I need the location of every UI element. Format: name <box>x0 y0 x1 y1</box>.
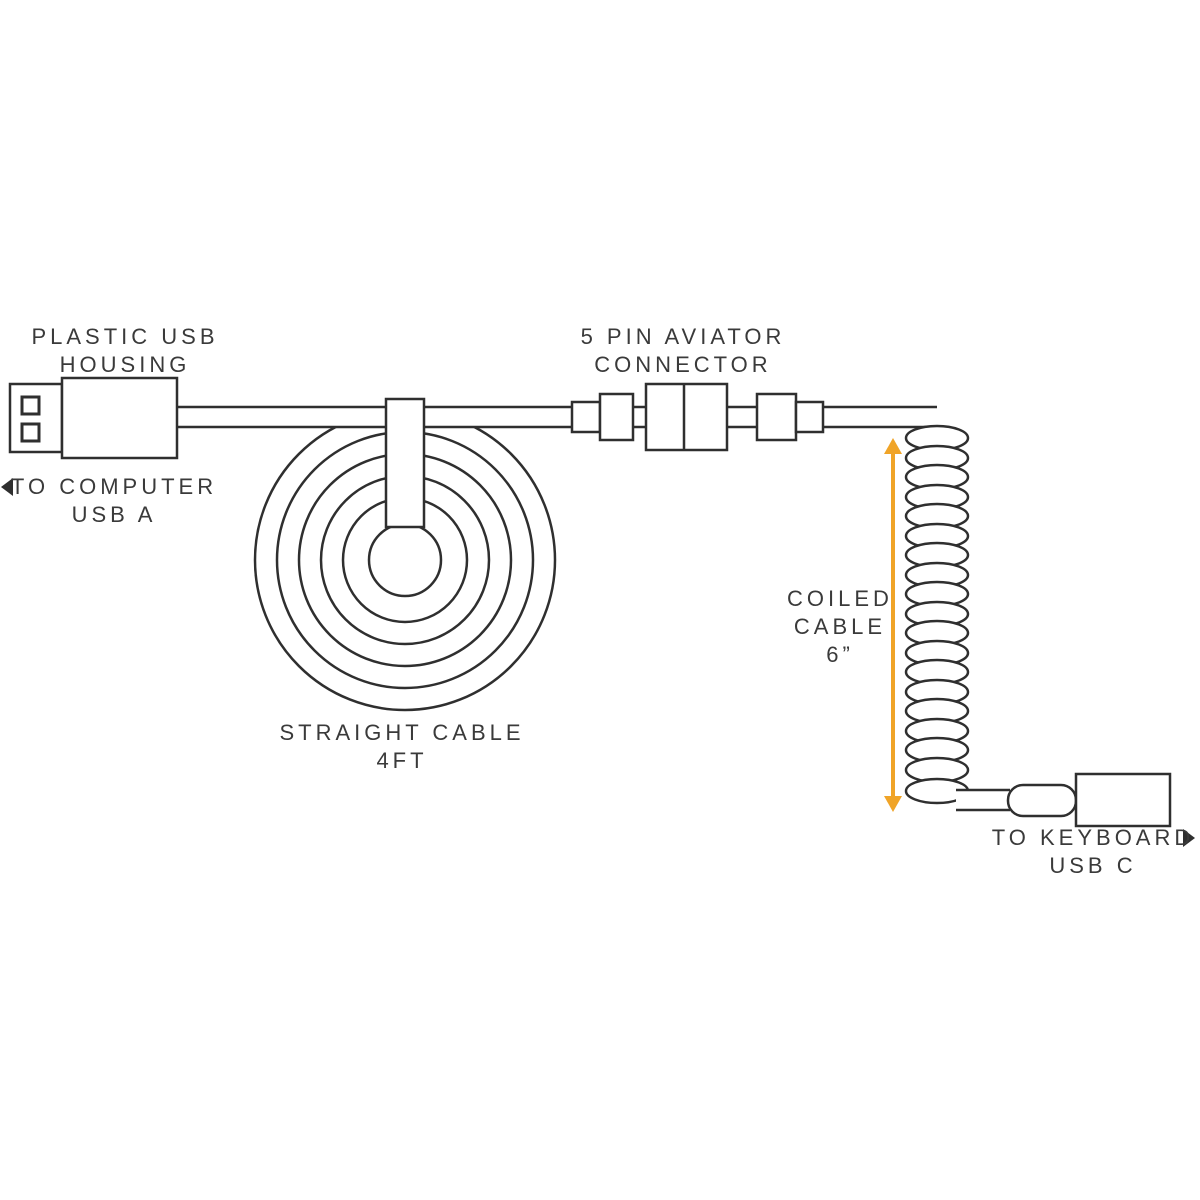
cable-body <box>177 407 937 427</box>
usb-c-plug <box>1006 783 1078 818</box>
measure-arrow-up-icon <box>884 438 902 454</box>
straight-cable-label-line2: 4FT <box>376 748 427 773</box>
straight-cable-label-line1: STRAIGHT CABLE <box>279 720 524 745</box>
coiled-cable-label-line1: COILED <box>787 586 893 611</box>
straight-cable-spiral <box>253 408 557 712</box>
labels: PLASTIC USB HOUSING TO COMPUTER USB A 5 … <box>1 324 1195 878</box>
usb-c-connector <box>1006 772 1172 828</box>
to-keyboard-label-line1: TO KEYBOARD <box>992 825 1195 850</box>
usb-c-housing <box>1074 772 1172 828</box>
usb-housing-label-line2: HOUSING <box>60 352 191 377</box>
measure-arrow-down-icon <box>884 796 902 812</box>
coiled-cable-label-line3: 6” <box>826 642 854 667</box>
cable-strap <box>384 397 426 529</box>
right-arrow-icon <box>1183 829 1195 847</box>
usb-a-connector <box>8 376 179 460</box>
coiled-cable <box>904 424 970 805</box>
left-arrow-icon <box>1 478 13 496</box>
coil-measure-arrow <box>884 438 902 812</box>
aviator-label-line2: CONNECTOR <box>594 352 771 377</box>
to-computer-label-line2: USB A <box>72 502 157 527</box>
coiled-cable-label-line2: CABLE <box>794 614 886 639</box>
usb-a-pin-bottom <box>20 422 41 443</box>
aviator-label-line1: 5 PIN AVIATOR <box>581 324 786 349</box>
to-computer-label-line1: TO COMPUTER <box>11 474 217 499</box>
aviator-segment-2 <box>598 392 635 442</box>
usb-c-cable <box>956 788 1010 812</box>
aviator-segment-1 <box>570 400 602 434</box>
usb-c-cable-body <box>956 790 1010 810</box>
aviator-segment-3 <box>755 392 798 442</box>
aviator-barrel <box>644 382 729 452</box>
usb-a-housing <box>60 376 179 460</box>
usb-housing-label-line1: PLASTIC USB <box>31 324 218 349</box>
aviator-connector <box>570 382 825 452</box>
to-keyboard-label-line2: USB C <box>1049 853 1136 878</box>
usb-a-pin-top <box>20 395 41 416</box>
spiral-ring-6 <box>367 522 443 598</box>
aviator-segment-4 <box>794 400 825 434</box>
